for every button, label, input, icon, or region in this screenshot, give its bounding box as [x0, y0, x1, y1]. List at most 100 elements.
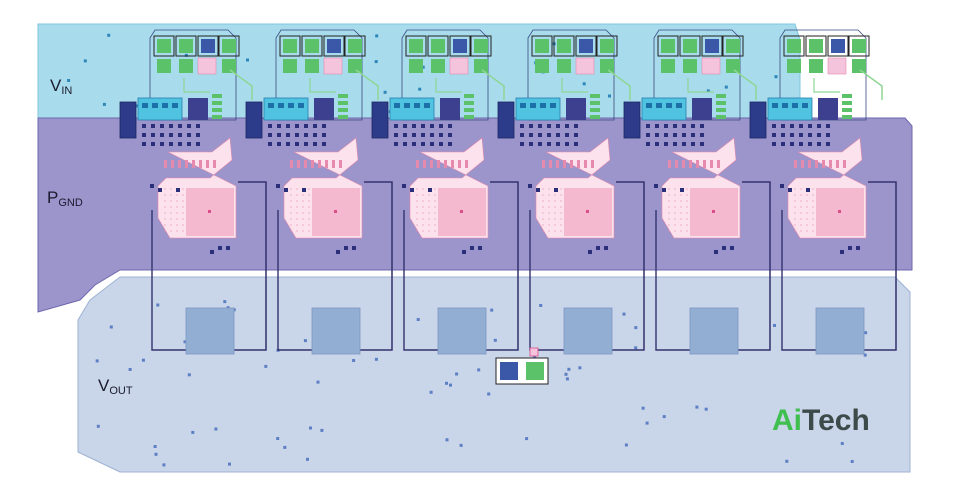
fet-via [782, 103, 788, 108]
input-cap-pad [474, 59, 488, 73]
drv-pin [563, 160, 566, 168]
drv-pin [171, 160, 174, 168]
gate-trace [309, 78, 336, 93]
vout-via [487, 392, 491, 396]
inductor-pad [437, 307, 487, 355]
input-cap-pad [431, 59, 445, 73]
input-cap-pad [283, 39, 297, 53]
phase-cell [623, 29, 771, 355]
vout-via [565, 377, 569, 381]
input-cap-pad [852, 59, 866, 73]
input-cap-body [553, 35, 575, 57]
vout-via [156, 303, 160, 307]
input-cap-body [679, 35, 701, 57]
pgnd-via [322, 133, 326, 137]
vout-via [445, 381, 448, 385]
input-cap-pad [348, 39, 362, 53]
vout-via [154, 452, 158, 456]
hs-fet-pad [137, 97, 183, 121]
fet-via [152, 103, 158, 108]
pgnd-via [187, 124, 191, 128]
fet-via [278, 103, 284, 108]
pgnd-via [430, 133, 434, 137]
vout-via [228, 462, 231, 466]
ls-fet-pad [188, 98, 208, 120]
aitech-logo: AiTech [772, 404, 870, 437]
pgnd-via [286, 124, 290, 128]
sense-pad [323, 57, 343, 75]
drv-pin [178, 160, 181, 168]
pgnd-via [478, 246, 482, 250]
drv-pin [542, 160, 545, 168]
pgnd-via [722, 246, 726, 250]
pgnd-via [295, 124, 299, 128]
vout-via [564, 372, 568, 376]
ic-pin [212, 101, 222, 105]
vout-via [459, 443, 463, 447]
pgnd-via [780, 184, 784, 188]
gate-trace [859, 69, 883, 100]
input-cap-pad [787, 39, 801, 53]
fet-via [550, 103, 556, 108]
fet-via [298, 103, 304, 108]
pgnd-via [691, 124, 695, 128]
pgnd-via [799, 133, 803, 137]
pgnd-via [210, 250, 214, 254]
input-cap-pad [557, 39, 571, 53]
input-cap-pad [305, 59, 319, 73]
vout-via [276, 437, 280, 440]
vout-via [490, 308, 494, 312]
vin-via [608, 94, 611, 98]
vin-via [67, 79, 71, 82]
vout-via [316, 380, 320, 384]
pgnd-via [313, 142, 317, 146]
vout-via [374, 357, 378, 361]
pgnd-via [604, 246, 608, 250]
pgnd-via [336, 250, 340, 254]
vin-via [184, 53, 188, 57]
ls-fet-pad [314, 98, 334, 120]
fet-via [792, 103, 798, 108]
pgnd-via [169, 124, 173, 128]
inductor-pad [311, 307, 361, 355]
gate-trace [687, 78, 714, 93]
pgnd-via [421, 142, 425, 146]
vout-via [416, 318, 420, 321]
vout-via [578, 366, 582, 370]
pgnd-via [655, 133, 659, 137]
pgnd-via [462, 250, 466, 254]
vout-via [704, 407, 708, 411]
pgnd-via [547, 124, 551, 128]
vout-via [863, 353, 867, 357]
bulk-cap [497, 101, 515, 139]
input-cap-pad [600, 39, 614, 53]
vin-via [706, 89, 710, 93]
pgnd-via [295, 133, 299, 137]
gate-trace [229, 69, 253, 100]
vout-via [214, 427, 218, 431]
vout-via [223, 300, 227, 304]
drv-pin [416, 160, 419, 168]
vout-via [634, 326, 638, 330]
drv-pin [290, 160, 293, 168]
ic-pin [590, 108, 600, 112]
input-cap-pad [222, 39, 236, 53]
pgnd-via [520, 133, 524, 137]
fet-via [162, 103, 168, 108]
pgnd-via [529, 124, 533, 128]
drv-pin [584, 160, 587, 168]
cap-marker [529, 347, 539, 357]
pgnd-via [781, 133, 785, 137]
fet-via [268, 103, 274, 108]
vout-via [183, 340, 187, 344]
input-cap-body [470, 35, 492, 57]
ic-pin [716, 108, 726, 112]
thermal-via [712, 210, 715, 213]
vin-net-label: VIN [50, 76, 73, 97]
drv-pin [465, 160, 468, 168]
pgnd-via [664, 142, 668, 146]
pgnd-via [790, 124, 794, 128]
pgnd-via [682, 133, 686, 137]
ic-pin [212, 115, 222, 119]
vout-copper-plane [77, 276, 911, 473]
